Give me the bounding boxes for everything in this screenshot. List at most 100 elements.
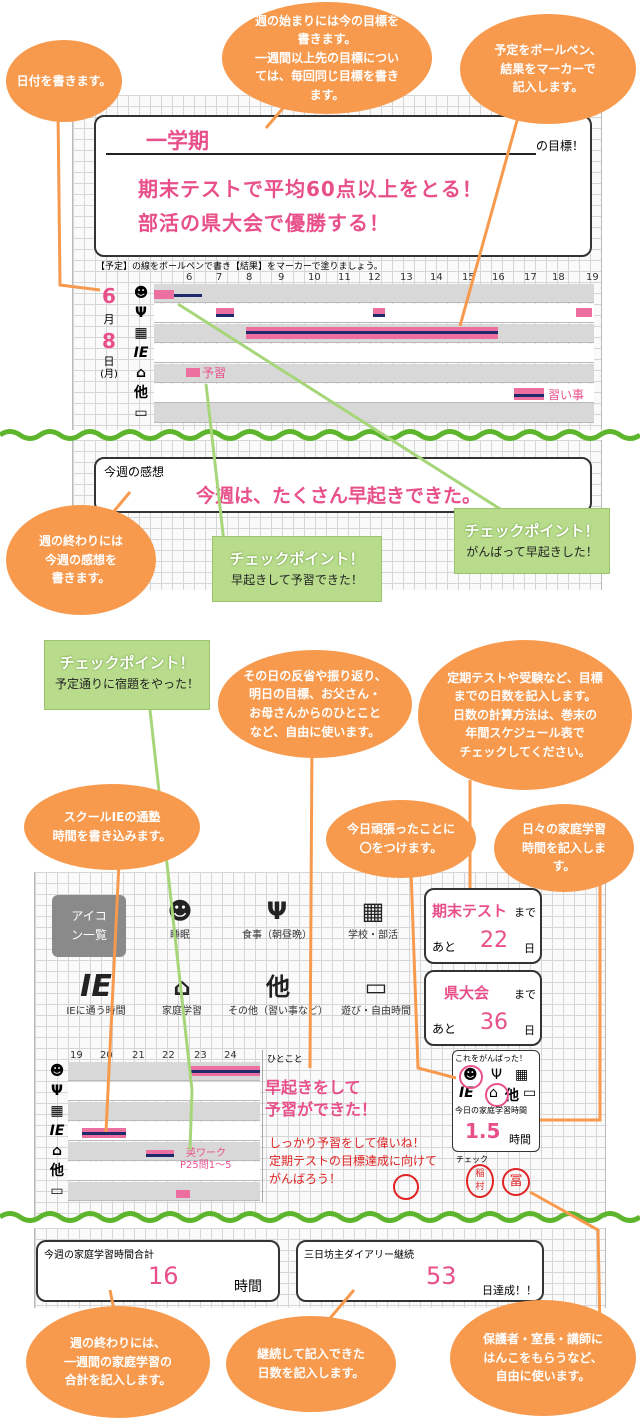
checkpoint-title: チェックポイント！: [229, 550, 365, 568]
countdown-ato: あと: [432, 940, 457, 954]
home-mark: [186, 368, 200, 377]
house-icon: ⌂: [135, 365, 147, 381]
legend-play: ▭ 遊び・自由時間: [336, 972, 416, 1017]
house-icon: ⌂: [173, 973, 191, 1001]
legend-label: 学校・部活: [348, 930, 398, 941]
today-study-label: 今日の家庭学習時間: [455, 1106, 527, 1115]
row-play: [68, 1182, 260, 1201]
hour-label: 13: [400, 272, 413, 283]
countdown-name: 期末テスト: [432, 902, 508, 920]
hitokoto-line-1: 早起きをして: [265, 1078, 361, 1097]
other-icon: 他: [266, 973, 290, 1001]
stamp-tomi: 冨: [502, 1168, 530, 1196]
home-mark: [146, 1150, 174, 1156]
icon-legend-title: アイコン一覧: [52, 895, 126, 957]
legend-label: 家庭学習: [162, 1006, 202, 1017]
fork-knife-icon: Ψ: [51, 1083, 63, 1099]
checkpoint-title: チェックポイント！: [59, 654, 195, 672]
countdown-unit: 日: [524, 1024, 535, 1037]
row-other: [68, 1162, 260, 1181]
week-total-label: 今週の家庭学習時間合計: [44, 1250, 154, 1261]
legend-label: その他（習い事など）: [228, 1006, 328, 1017]
ie-icon: IE: [80, 969, 112, 1004]
instruction-text: 【予定】の線をボールペンで書き【結果】をマーカーで塗りましょう。: [96, 262, 383, 272]
hour-label: 6: [186, 272, 193, 283]
countdown-days: 22: [480, 928, 508, 953]
game-icon: ▭: [134, 405, 148, 421]
bubble-countdown: 定期テストや受験など、目標 までの日数を記入します。 日数の計算方法は、巻末の …: [418, 640, 632, 790]
countdown-name: 県大会: [444, 984, 490, 1002]
bubble-circle: 今日頑張ったことに 〇をつけます。: [326, 800, 476, 878]
school-icon: ▦: [361, 897, 385, 925]
legend-label: 遊び・自由時間: [341, 1006, 411, 1017]
sleep-plan-line: [154, 294, 202, 297]
date-column: 6 月 8 日 (月): [98, 284, 120, 380]
sleep-result-mark: [154, 290, 174, 299]
stamp-text: 冨: [509, 1174, 523, 1189]
house-icon: ⌂: [51, 1143, 63, 1159]
today-study-value: 1.5: [465, 1119, 501, 1143]
bubble-weekly-goal: 週の始まりには今の目標を書きます。 一週間以上先の目標については、毎回同じ目標を…: [222, 2, 432, 114]
row-play: [154, 404, 594, 423]
streak-value: 53: [426, 1262, 457, 1290]
bubble-week-total: 週の終わりには、 一週間の家庭学習の 合計を記入します。: [26, 1306, 210, 1418]
goal-label: の目標！: [536, 139, 585, 153]
hour-label: 22: [162, 1050, 175, 1061]
hour-label: 24: [224, 1050, 237, 1061]
month-unit: 月: [103, 313, 115, 326]
checkpoint-early-rise: チェックポイント！ がんばって早起きした！: [454, 508, 610, 574]
weekday: (月): [100, 369, 118, 380]
ganbatta-panel: これをがんばった！ ☻ Ψ ▦ IE ⌂ 他 ▭ 今日の家庭学習時間 1.5 時…: [452, 1050, 540, 1152]
check-label: チェック: [456, 1155, 488, 1164]
icon-legend-title-text: アイコン一覧: [70, 908, 107, 942]
bubble-plan-result: 予定をボールペン、 結果をマーカーで 記入します。: [460, 14, 636, 124]
ie-icon: IE: [133, 345, 149, 361]
done-circle: [485, 1083, 509, 1107]
month-value: 6: [102, 284, 116, 308]
hour-label: 23: [194, 1050, 207, 1061]
fork-knife-icon: Ψ: [491, 1067, 503, 1083]
school-icon: ▦: [515, 1067, 529, 1083]
checkpoint-text: 早起きして予習できた！: [231, 573, 363, 587]
parent-line-3: がんばろう！: [269, 1172, 342, 1186]
schedule-table-1: [154, 284, 594, 423]
legend-label: 食事（朝昼晩）: [242, 930, 312, 941]
row-ie: [154, 344, 594, 363]
hour-label: 17: [524, 272, 537, 283]
note-yoshu: 予習: [202, 366, 227, 380]
game-icon: ▭: [523, 1085, 537, 1101]
week-total-unit: 時間: [234, 1279, 262, 1295]
countdown-panel-1: 期末テスト まで あと 22 日: [424, 888, 542, 964]
countdown-made: まで: [514, 988, 536, 1001]
parent-stamp: [393, 1174, 419, 1200]
weekly-impression-panel: 今週の感想 今週は、たくさん早起きできた。: [94, 457, 592, 513]
week-total-panel: 今週の家庭学習時間合計 16 時間: [36, 1240, 280, 1302]
hour-label: 8: [246, 272, 253, 283]
goal-line-2: 部活の県大会で優勝する！: [138, 211, 390, 235]
game-icon: ▭: [50, 1183, 64, 1199]
home-line: [146, 1154, 174, 1157]
legend-label: 睡眠: [170, 930, 190, 941]
checkpoint-early-prep: チェックポイント！ 早起きして予習できた！: [212, 536, 382, 602]
bubble-stamp: 保護者・室長・講師に はんこをもらうなど、 自由に使います。: [450, 1300, 636, 1416]
parent-line-1: しっかり予習をして偉いね！: [269, 1136, 425, 1150]
hour-label: 21: [132, 1050, 145, 1061]
bubble-daily-study: 日々の家庭学習 時間を記入します。: [494, 804, 634, 892]
bubble-date: 日付を書きます。: [6, 40, 122, 122]
ie-icon: IE: [459, 1085, 474, 1101]
ganbatta-label: これをがんばった！: [455, 1054, 527, 1063]
checkpoint-text: 予定通りに宿題をやった！: [54, 677, 199, 691]
streak-label: 三日坊主ダイアリー継続: [304, 1250, 414, 1261]
checkpoint-text: がんばって早起きした！: [466, 545, 598, 559]
streak-unit: 日達成！！: [482, 1284, 537, 1297]
hour-label: 19: [70, 1050, 83, 1061]
day-unit: 日: [103, 355, 115, 368]
wavy-divider: [0, 1211, 640, 1223]
hour-label: 14: [430, 272, 443, 283]
play-mark: [176, 1190, 190, 1198]
eat-line: [373, 314, 385, 317]
bubble-reflection: その日の反省や振り返り、 明日の目標、お父さん・ お母さんからのひとこと など、…: [218, 650, 412, 758]
hitokoto-label: ひとこと: [267, 1055, 303, 1065]
hour-label: 16: [492, 272, 505, 283]
hour-label: 18: [552, 272, 565, 283]
